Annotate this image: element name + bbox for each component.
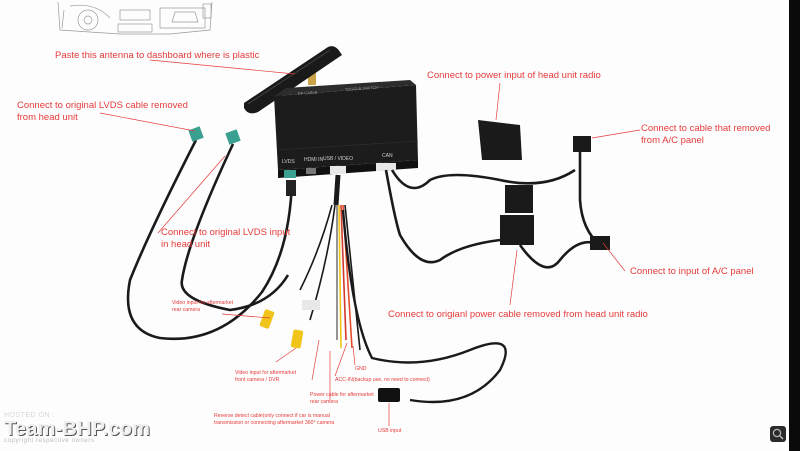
label-reverse-detect: Reverse detect cable(only connect if car… bbox=[214, 413, 334, 426]
label-lvds-removed: Connect to original LVDS cable removed f… bbox=[17, 100, 188, 124]
usb-connector bbox=[378, 388, 400, 402]
can-connectors bbox=[478, 120, 610, 250]
label-video-front: Video input for aftermarket front camera… bbox=[235, 370, 296, 383]
video-harness bbox=[300, 175, 506, 402]
label-power-cable: Connect to origianl power cable removed … bbox=[388, 309, 648, 321]
watermark-copyright: copyright respective owners bbox=[4, 438, 95, 444]
box-label-can: CAN bbox=[382, 153, 393, 159]
dashboard-sketch bbox=[58, 2, 212, 34]
label-ac-cable: Connect to cable that removed from A/C p… bbox=[641, 123, 770, 147]
label-usb: USB input bbox=[378, 428, 401, 435]
label-acc: ACC-IN(backup use, no need to connect) bbox=[335, 377, 430, 384]
label-ac-input: Connect to input of A/C panel bbox=[630, 266, 754, 278]
label-rear-power: Power cable for aftermarket rear camera bbox=[310, 392, 374, 405]
label-antenna: Paste this antenna to dashboard where is… bbox=[55, 50, 259, 62]
can-harness bbox=[386, 150, 600, 267]
box-label-hdmi: HDMI IN bbox=[304, 157, 324, 163]
label-lvds-input: Connect to original LVDS input in head u… bbox=[161, 227, 290, 251]
label-gnd: GND bbox=[355, 366, 367, 373]
label-power-input: Connect to power input of head unit radi… bbox=[427, 70, 601, 82]
zoom-icon bbox=[770, 426, 786, 442]
label-video-rear: Video input for aftermarket rear camera bbox=[172, 300, 233, 313]
box-label-usb-video: USB / VIDEO bbox=[323, 156, 353, 162]
box-label-lvds: LVDS bbox=[282, 159, 295, 165]
rca-connectors bbox=[259, 300, 320, 349]
interface-module bbox=[274, 80, 418, 178]
right-edge-bar bbox=[789, 0, 800, 451]
